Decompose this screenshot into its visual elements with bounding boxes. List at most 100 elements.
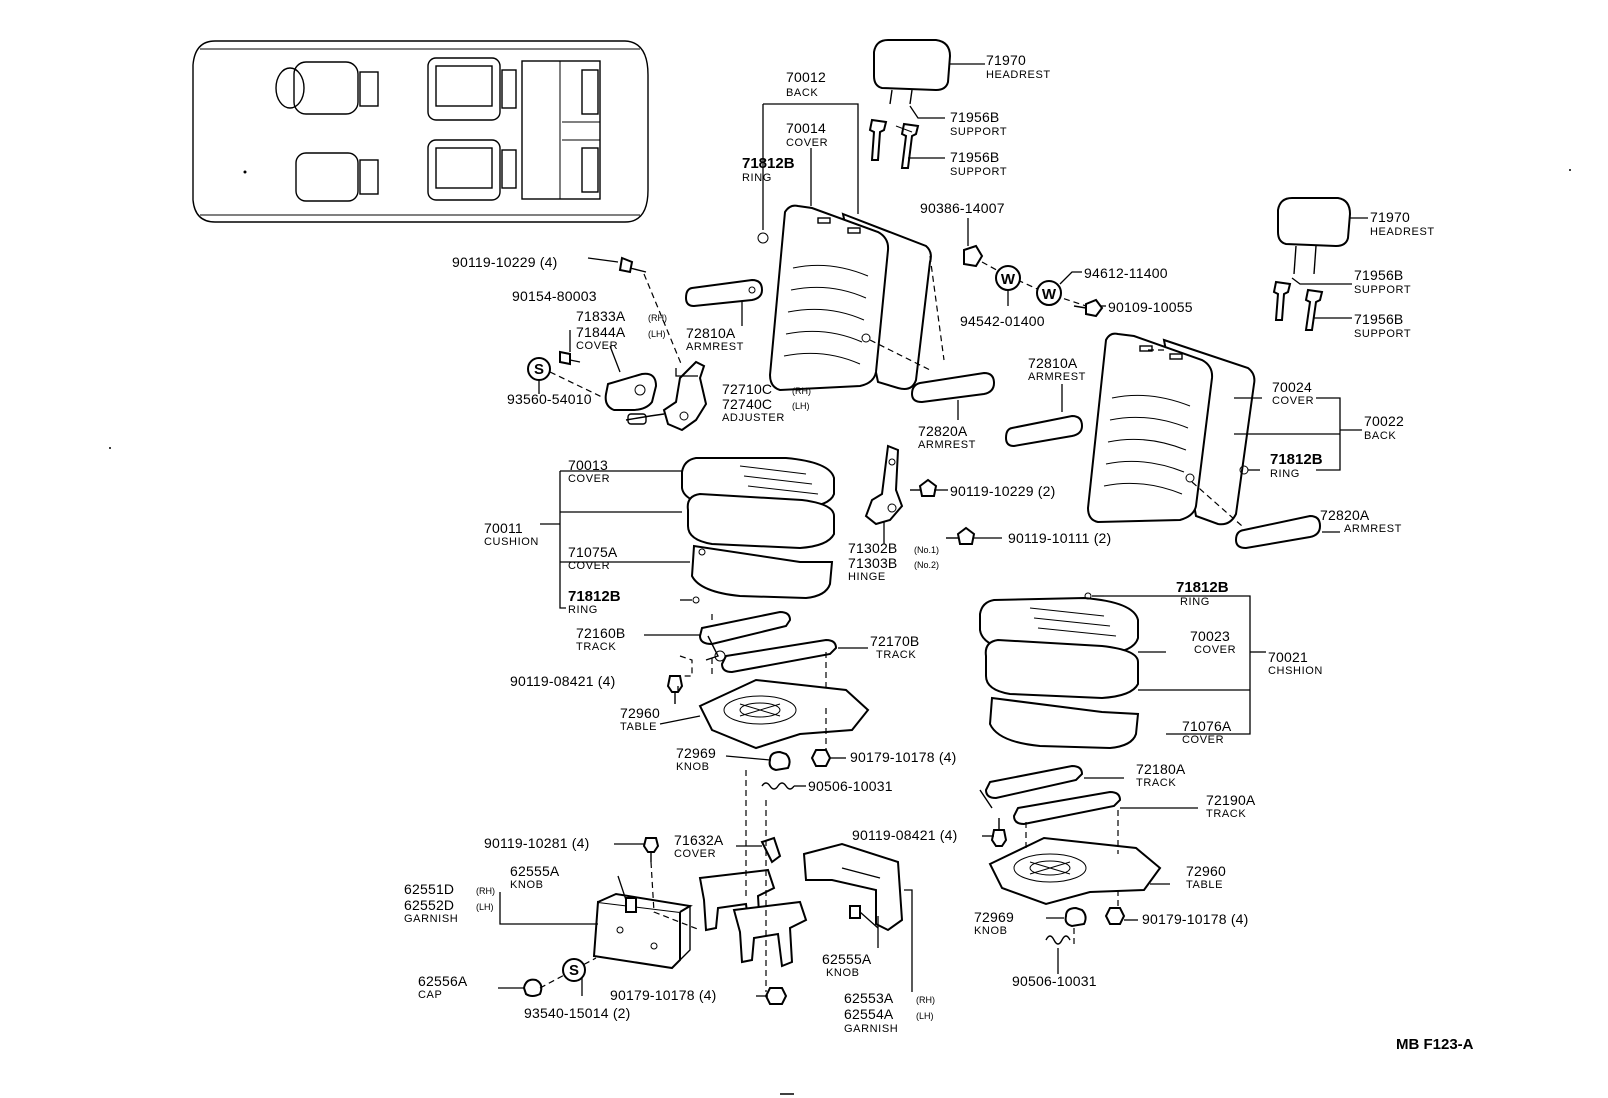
- inset-middle-seat-left: [427, 57, 517, 121]
- label-headrest: HEADREST: [986, 69, 1051, 81]
- label-cover: COVER: [568, 560, 610, 572]
- label-armrest: ARMREST: [1344, 523, 1402, 535]
- label-72820a: 72820A: [918, 423, 968, 439]
- label-62552d: 62552D: [404, 897, 454, 913]
- label-71812b: 71812B: [1270, 451, 1323, 468]
- label-70024: 70024: [1272, 379, 1312, 395]
- inset-front-seat-right: [295, 152, 379, 202]
- label-70012: 70012: [786, 69, 826, 85]
- label-cushion: CUSHION: [484, 536, 539, 548]
- svg-text:W: W: [1042, 286, 1057, 303]
- label-71956b: 71956B: [950, 109, 999, 125]
- cover-71833a-illustration: [604, 372, 658, 411]
- label-71833a: 71833A: [576, 308, 626, 324]
- knob-62555a-right-illustration: [849, 905, 861, 919]
- label-support: SUPPORT: [1354, 328, 1411, 340]
- label-armrest: ARMREST: [686, 341, 744, 353]
- label-headrest: HEADREST: [1370, 226, 1435, 238]
- inset-front-seat-left: [275, 61, 379, 115]
- label-90179-10178-4: 90179-10178 (4): [610, 987, 717, 1003]
- label-rh: (RH): [476, 886, 495, 896]
- label-track: TRACK: [1206, 808, 1246, 820]
- label-71812b: 71812B: [742, 155, 795, 172]
- label-72960: 72960: [620, 705, 660, 721]
- table-72960-right-illustration: [988, 836, 1162, 906]
- label-71076a: 71076A: [1182, 718, 1232, 734]
- label-90119-10229-2: 90119-10229 (2): [950, 483, 1055, 499]
- label-lh: (LH): [476, 902, 494, 912]
- label-71302b: 71302B: [848, 540, 897, 556]
- bolt-08421-left-illustration: [666, 675, 684, 704]
- label-90154-80003: 90154-80003: [512, 288, 597, 304]
- label-rh: (RH): [792, 386, 811, 396]
- armrest-72820a-left-illustration: [910, 371, 996, 404]
- symbol-w-left: W: [995, 265, 1021, 291]
- label-knob: KNOB: [974, 925, 1008, 937]
- track-72190a-illustration: [979, 789, 1122, 826]
- label-knob: KNOB: [676, 761, 710, 773]
- track-72180a-illustration: [984, 764, 1084, 800]
- label-90119-10281-4: 90119-10281 (4): [484, 835, 589, 851]
- label-cover: COVER: [568, 473, 610, 485]
- label-back: BACK: [1364, 430, 1396, 442]
- svg-text:S: S: [569, 962, 579, 979]
- label-90179-10178-4: 90179-10178 (4): [850, 749, 957, 765]
- left-cushion-illustration: [681, 457, 835, 600]
- label-71632a: 71632A: [674, 832, 724, 848]
- label-cover: COVER: [786, 137, 828, 149]
- label-72180a: 72180A: [1136, 761, 1186, 777]
- label-track: TRACK: [576, 641, 616, 653]
- symbol-s-left: S: [527, 357, 551, 381]
- label-94612-11400: 94612-11400: [1084, 265, 1168, 281]
- garnish-62551d-illustration: [592, 892, 693, 970]
- label-72710c: 72710C: [722, 381, 772, 397]
- label-cover: COVER: [674, 848, 716, 860]
- stray-dot: [1569, 169, 1571, 171]
- label-90119-08421-4: 90119-08421 (4): [852, 827, 957, 843]
- label-72810a: 72810A: [1028, 355, 1078, 371]
- label-90119-10111-2: 90119-10111 (2): [1008, 530, 1111, 546]
- label-71812b: 71812B: [568, 588, 621, 605]
- label-71956b: 71956B: [950, 149, 999, 165]
- label-chshion: CHSHION: [1268, 665, 1323, 677]
- left-support-illustration: [868, 118, 920, 169]
- label-72170b: 72170B: [870, 633, 919, 649]
- spring-left-illustration: [761, 782, 795, 790]
- armrest-72810a-right-illustration: [1004, 414, 1084, 448]
- label-72810a: 72810A: [686, 325, 736, 341]
- svg-text:W: W: [1001, 271, 1016, 288]
- hinge-illustration: [864, 444, 976, 545]
- label-62555a: 62555A: [822, 951, 872, 967]
- label-ring: RING: [1180, 596, 1210, 608]
- label-lh: (LH): [792, 401, 810, 411]
- label-garnish: GARNISH: [404, 913, 458, 925]
- label-armrest: ARMREST: [1028, 371, 1086, 383]
- label-90119-08421-4: 90119-08421 (4): [510, 673, 615, 689]
- label-back: BACK: [786, 87, 818, 99]
- label-lh: (LH): [648, 329, 666, 339]
- label-62554a: 62554A: [844, 1006, 894, 1022]
- label-cover: COVER: [1272, 395, 1314, 407]
- bolt-90109-illustration: [1073, 298, 1104, 318]
- label-table: TABLE: [620, 721, 657, 733]
- label-72960: 72960: [1186, 863, 1226, 879]
- label-90506-10031: 90506-10031: [1012, 973, 1097, 989]
- label-70023: 70023: [1190, 628, 1230, 644]
- label-71970: 71970: [1370, 209, 1410, 225]
- label-support: SUPPORT: [950, 126, 1007, 138]
- knob-72969-left-illustration: [768, 750, 791, 772]
- label-track: TRACK: [1136, 777, 1176, 789]
- label-70014: 70014: [786, 120, 826, 136]
- label-knob: KNOB: [510, 879, 544, 891]
- label-93540-15014-2: 93540-15014 (2): [524, 1005, 631, 1021]
- label-62551d: 62551D: [404, 881, 454, 897]
- leader-lines: [498, 63, 1368, 997]
- label-knob: KNOB: [826, 967, 860, 979]
- label-70021: 70021: [1268, 649, 1308, 665]
- label-rh: (RH): [648, 313, 667, 323]
- label-70013: 70013: [568, 457, 608, 473]
- label-72190a: 72190A: [1206, 792, 1256, 808]
- label-no1: (No.1): [914, 545, 939, 555]
- left-seat-back-illustration: [768, 204, 932, 392]
